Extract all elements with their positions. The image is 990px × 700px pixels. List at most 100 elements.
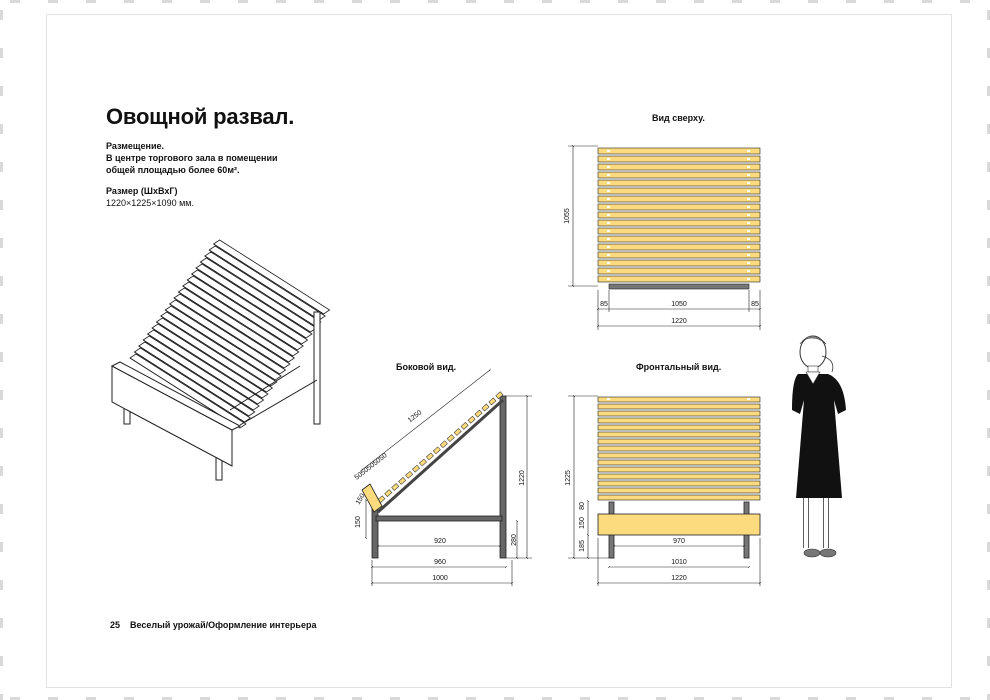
cut-mark	[884, 697, 894, 700]
cut-mark	[987, 618, 990, 628]
dim-side-960: 960	[434, 559, 446, 566]
iso-slat-edge	[151, 327, 263, 399]
top-slat	[597, 187, 761, 195]
front-slat	[597, 452, 761, 459]
cut-mark	[987, 238, 990, 248]
front-slat	[597, 466, 761, 473]
top-slat	[597, 163, 761, 171]
cut-mark	[618, 697, 628, 700]
cut-mark	[987, 162, 990, 172]
cut-mark	[846, 697, 856, 700]
footer-text: Веселый урожай/Оформление интерьера	[130, 620, 317, 630]
cut-mark	[987, 466, 990, 476]
placement-line-1: В центре торгового зала в помещении	[106, 153, 278, 163]
top-slat	[597, 203, 761, 211]
cut-mark	[732, 0, 742, 3]
cut-mark	[987, 694, 990, 700]
cut-mark	[770, 0, 780, 3]
front-slat-slot	[747, 398, 750, 400]
page-title: Овощной развал.	[106, 104, 295, 129]
side-slat	[495, 391, 504, 400]
cut-mark	[162, 697, 172, 700]
iso-slat-edge	[208, 249, 320, 321]
cut-mark	[352, 0, 362, 3]
cut-mark	[808, 0, 818, 3]
top-slat	[597, 171, 761, 179]
cut-mark	[987, 48, 990, 58]
top-slat-slot	[607, 150, 610, 152]
cut-mark	[987, 390, 990, 400]
side-slats	[377, 391, 504, 504]
iso-slat-edge	[134, 351, 245, 423]
top-slat-slot	[747, 238, 750, 240]
top-slat	[597, 179, 761, 187]
cut-mark	[656, 0, 666, 3]
dim-front-185: 185	[579, 540, 586, 552]
top-slat-slot	[607, 246, 610, 248]
cut-mark	[0, 86, 3, 96]
dim-front-1220: 1220	[671, 575, 687, 582]
top-slat-slot	[747, 174, 750, 176]
dim-side-920: 920	[434, 538, 446, 545]
dim-front-150: 150	[579, 517, 586, 529]
cut-mark	[0, 428, 3, 438]
dim-side-150: 150	[355, 516, 362, 528]
cut-mark	[580, 697, 590, 700]
cut-mark	[238, 697, 248, 700]
cut-mark	[987, 86, 990, 96]
iso-slat-edge	[191, 273, 302, 345]
front-slat	[597, 403, 761, 410]
top-slat-slot	[607, 262, 610, 264]
iso-slat-edge	[160, 315, 272, 387]
iso-brace-2	[229, 365, 301, 411]
top-slat	[597, 211, 761, 219]
side-slat	[481, 403, 490, 412]
cut-mark	[580, 0, 590, 3]
footer: 25 Веселый урожай/Оформление интерьера	[110, 620, 316, 630]
cut-mark	[770, 697, 780, 700]
cut-mark	[542, 0, 552, 3]
iso-brace	[239, 379, 318, 426]
top-slat-slot	[607, 158, 610, 160]
front-slat	[597, 417, 761, 424]
cut-mark	[987, 314, 990, 324]
cut-mark	[0, 618, 3, 628]
front-slat	[597, 487, 761, 494]
cut-mark	[504, 697, 514, 700]
cut-mark	[162, 0, 172, 3]
front-view-label: Фронтальный вид.	[636, 362, 722, 372]
top-slat-slot	[607, 182, 610, 184]
iso-slat-edge	[195, 267, 307, 339]
dim-side-1250: 1250	[407, 409, 424, 424]
top-slat	[597, 227, 761, 235]
front-view-slats	[597, 396, 761, 501]
dim-front-80: 80	[579, 502, 586, 510]
top-slat-slot	[747, 230, 750, 232]
front-slat	[597, 459, 761, 466]
cut-mark	[124, 0, 134, 3]
side-slat	[474, 409, 483, 418]
size-heading: Размер (ШхВхГ)	[106, 186, 178, 196]
cut-mark	[0, 314, 3, 324]
side-slat	[453, 428, 462, 436]
cut-mark	[0, 352, 3, 362]
front-slat	[597, 480, 761, 487]
top-slat-slot	[747, 206, 750, 208]
cut-mark	[808, 697, 818, 700]
side-front-board	[361, 483, 383, 513]
side-slope-rail	[376, 398, 505, 514]
dim-top-85-right: 85	[751, 301, 759, 308]
top-slat-slot	[607, 190, 610, 192]
iso-slat-edge	[156, 321, 267, 393]
cut-mark	[466, 697, 476, 700]
top-slat-slot	[747, 222, 750, 224]
side-slat	[446, 434, 455, 442]
cut-mark	[0, 694, 3, 700]
top-slat-slot	[607, 206, 610, 208]
page-frame	[46, 14, 952, 688]
cut-mark	[0, 466, 3, 476]
top-slat	[597, 235, 761, 243]
top-slat-slot	[607, 254, 610, 256]
top-slat-slot	[607, 270, 610, 272]
